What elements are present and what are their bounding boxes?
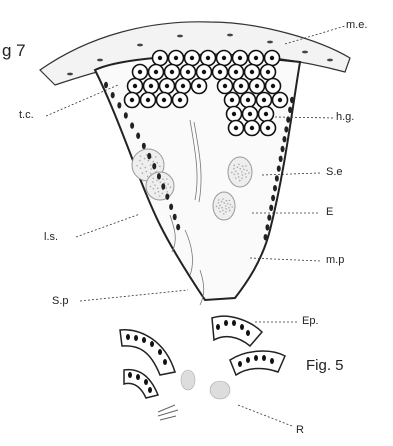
label-ls: l.s. xyxy=(44,232,58,243)
label-mp: m.p xyxy=(326,255,344,266)
r-region xyxy=(181,370,230,399)
label-me: m.e. xyxy=(346,20,367,31)
label-e: E xyxy=(326,207,333,218)
top-left-label: g 7 xyxy=(2,42,26,59)
label-ep: Ep. xyxy=(302,316,319,327)
figure-caption: Fig. 5 xyxy=(306,358,344,373)
r-strands xyxy=(158,405,178,420)
epithelium-fragments xyxy=(120,316,285,398)
label-hg: h.g. xyxy=(336,112,354,123)
label-tc: t.c. xyxy=(19,110,34,121)
label-sp: S.p xyxy=(52,296,69,307)
label-se: S.e xyxy=(326,167,343,178)
label-r: R xyxy=(296,425,304,436)
